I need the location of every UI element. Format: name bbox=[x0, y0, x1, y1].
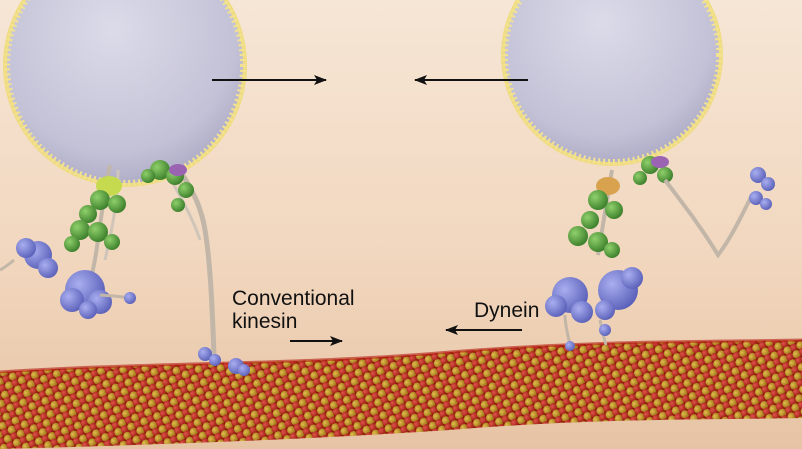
left-dynein-passive bbox=[0, 164, 136, 319]
microtubule bbox=[0, 338, 802, 449]
dynein-label: Dynein bbox=[474, 299, 540, 322]
dynein-motor bbox=[545, 169, 643, 351]
left-vesicle bbox=[3, 0, 247, 187]
right-kinesin-passive bbox=[633, 156, 775, 259]
kinesin-motor bbox=[141, 160, 250, 376]
right-vesicle bbox=[501, 0, 723, 166]
kinesin-label-line1: Conventional bbox=[232, 287, 355, 310]
kinesin-label-line2: kinesin bbox=[232, 310, 298, 333]
